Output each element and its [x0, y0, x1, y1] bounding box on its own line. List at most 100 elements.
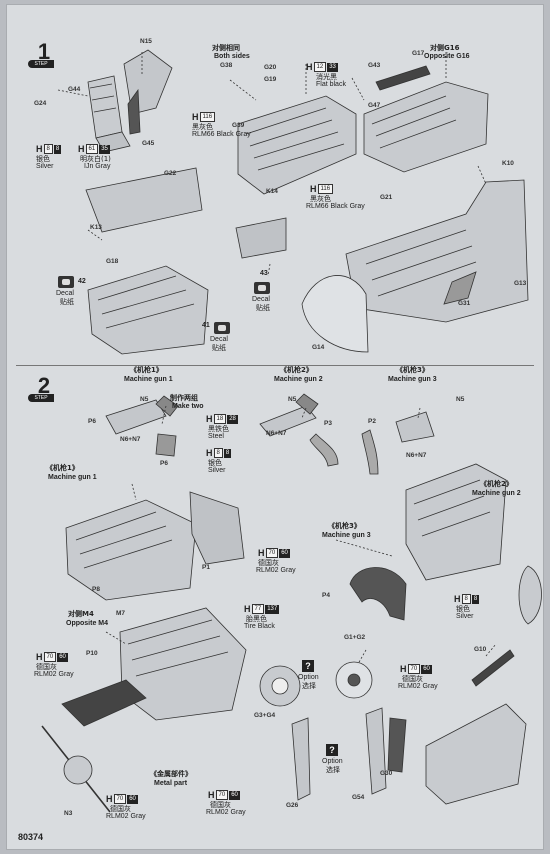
decal-label-en: Decal [252, 296, 270, 303]
part-label: N6+N7 [266, 430, 287, 437]
decal-icon [58, 276, 74, 288]
paint-h: H [78, 144, 85, 154]
paint-code: 70 [265, 548, 279, 558]
opposite-m4-en: Opposite M4 [66, 620, 109, 627]
paint-name-cn: 银色 [208, 459, 222, 467]
step-1-badge: 1 STEP [28, 40, 58, 70]
decal-label-en: Decal [210, 336, 228, 343]
part-label: G54 [352, 794, 365, 801]
paint-code: 70 [113, 794, 127, 804]
mg1-label-cn: 《机枪1》 [46, 464, 79, 472]
paint-name-cn: 德国灰 [258, 559, 279, 567]
paint-h: H [244, 604, 251, 614]
metal-part-en: Metal part [154, 780, 188, 787]
paint-code-2: 60 [421, 664, 432, 674]
part-label: G17 [412, 50, 425, 57]
both-sides-en: Both sides [214, 53, 250, 60]
paint-code-2: 60 [229, 790, 240, 800]
decal-number: 43 [260, 270, 268, 277]
part-label: P3 [324, 420, 332, 427]
part-label: G31 [458, 300, 471, 307]
part-label: G38 [220, 62, 233, 69]
part-label: P6 [88, 418, 96, 425]
part-label: G43 [368, 62, 381, 69]
paint-name-cn: 黑铁色 [208, 425, 229, 433]
paint-name-en: RLM66 Black Gray [192, 131, 251, 138]
mg2-header-en: Machine gun 2 [274, 376, 323, 383]
paint-code-2: 60 [127, 794, 138, 804]
decal-number: 42 [78, 278, 86, 285]
step-2-tag: STEP [28, 394, 54, 402]
mg1-header-cn: 《机枪1》 [130, 366, 163, 374]
paint-code: 8 [213, 448, 223, 458]
paint-code-2: 8 [53, 144, 62, 154]
paint-name-cn: 胎黑色 [246, 615, 267, 623]
part-label: N5 [288, 396, 297, 403]
paint-code-2: 8 [223, 448, 232, 458]
part-label: N5 [140, 396, 149, 403]
paint-name-cn: 明灰白(1) [80, 155, 111, 163]
part-label: G24 [34, 100, 47, 107]
part-label: G20 [264, 64, 277, 71]
paint-code: 12 [313, 62, 327, 72]
paint-name-en: RLM02 Gray [256, 567, 296, 574]
decal-label-cn: 贴纸 [212, 344, 226, 352]
paint-h: H [206, 414, 213, 424]
mg1-header-en: Machine gun 1 [124, 376, 173, 383]
mg3-label-en: Machine gun 3 [322, 532, 371, 539]
part-label: K10 [502, 160, 514, 167]
mg3-label-cn: 《机枪3》 [328, 522, 361, 530]
paint-callout: H 70 60 [258, 548, 290, 558]
paint-name-cn: 德国灰 [210, 801, 231, 809]
paint-code: 70 [407, 664, 421, 674]
paint-code-2: 60 [279, 548, 290, 558]
paint-callout: H 116 [192, 112, 216, 122]
paint-h: H [206, 448, 213, 458]
paint-name-en: Tire Black [244, 623, 275, 630]
part-label: K13 [90, 224, 102, 231]
part-label: G1+G2 [344, 634, 366, 641]
paint-name-en: IJn Gray [84, 163, 111, 170]
option-icon: ? [302, 660, 314, 672]
decal-icon [254, 282, 270, 294]
make-two-cn: 制作两组 [170, 394, 198, 402]
both-sides-cn: 对侧相同 [212, 44, 240, 52]
part-label: N6+N7 [406, 452, 427, 459]
part-label: G47 [368, 102, 381, 109]
part-label: P2 [368, 418, 376, 425]
option-label-en: Option [322, 758, 343, 765]
opposite-m4-cn: 对侧M4 [68, 610, 94, 618]
paint-code-2: 35 [99, 144, 110, 154]
paint-h: H [258, 548, 265, 558]
paint-code: 70 [215, 790, 229, 800]
paint-h: H [106, 794, 113, 804]
paint-name-en: Flat black [316, 81, 346, 88]
mg2-header-cn: 《机枪2》 [280, 366, 313, 374]
opposite-g16-en: Opposite G16 [424, 53, 470, 60]
paint-h: H [192, 112, 199, 122]
paint-h: H [454, 594, 461, 604]
option-icon: ? [326, 744, 338, 756]
decal-icon [214, 322, 230, 334]
mg3-header-en: Machine gun 3 [388, 376, 437, 383]
paint-h: H [400, 664, 407, 674]
paint-name-cn: 德国灰 [110, 805, 131, 813]
part-label: N15 [140, 38, 152, 45]
step-2-badge: 2 STEP [28, 374, 58, 404]
paint-callout: H 8 8 [454, 594, 480, 604]
paint-name-cn: 德国灰 [36, 663, 57, 671]
opposite-g16-cn: 对侧G16 [430, 44, 460, 52]
part-label: K14 [266, 188, 278, 195]
paint-h: H [36, 652, 43, 662]
part-label: N6+N7 [120, 436, 141, 443]
paint-code: 8 [43, 144, 53, 154]
part-label: G21 [380, 194, 393, 201]
paint-name-cn: 黑灰色 [192, 123, 213, 131]
paint-code-2: 8 [471, 594, 480, 604]
mg3-header-cn: 《机枪3》 [396, 366, 429, 374]
paint-callout: H 8 8 [36, 144, 62, 154]
paint-callout: H 61 35 [78, 144, 110, 154]
paint-name-en: RLM02 Gray [34, 671, 74, 678]
option-label-cn: 选择 [302, 682, 316, 690]
paint-callout: H 8 8 [206, 448, 232, 458]
